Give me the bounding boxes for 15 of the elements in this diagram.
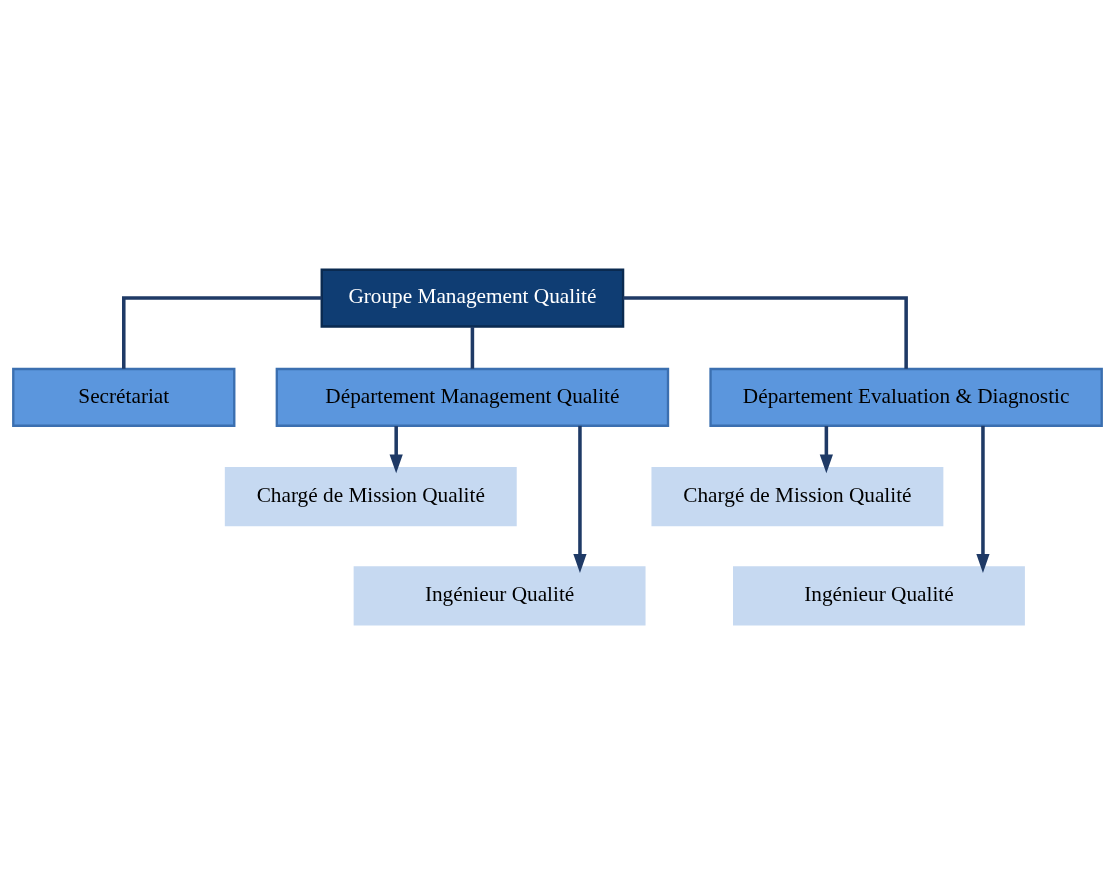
node-box: Chargé de Mission Qualité bbox=[651, 467, 944, 527]
arrow bbox=[573, 425, 587, 573]
connector bbox=[122, 296, 322, 369]
node-box: Ingénieur Qualité bbox=[733, 566, 1025, 626]
connector bbox=[623, 296, 908, 369]
node-box: Groupe Management Qualité bbox=[320, 268, 625, 328]
arrow bbox=[819, 426, 833, 474]
node-box: Chargé de Mission Qualité bbox=[224, 467, 517, 527]
arrow bbox=[389, 426, 403, 474]
node-box: Secrétariat bbox=[12, 367, 236, 427]
connector bbox=[470, 326, 475, 369]
node-box: Ingénieur Qualité bbox=[353, 566, 646, 626]
arrow bbox=[976, 425, 990, 573]
node-box: Département Evaluation & Diagnostic bbox=[709, 367, 1103, 427]
node-box: Département Management Qualité bbox=[275, 367, 670, 427]
